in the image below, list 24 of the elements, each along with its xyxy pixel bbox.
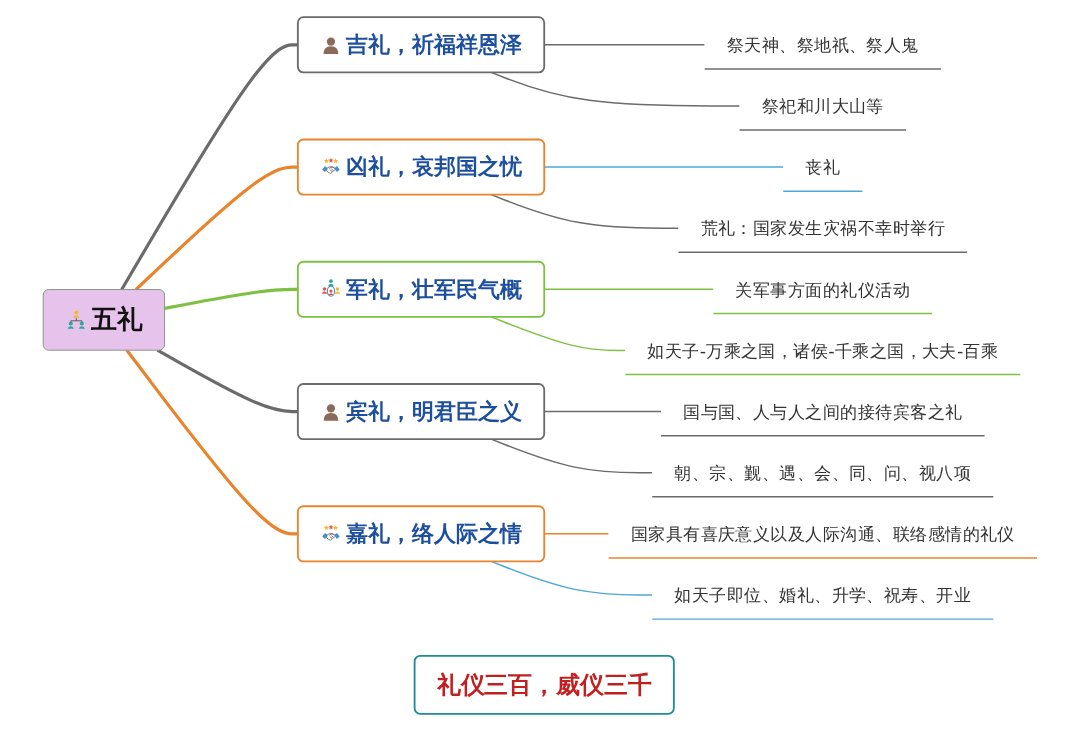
node-text: 国与国、人与人之间的接待宾客之礼 bbox=[682, 401, 963, 422]
node-text: 荒礼：国家发生灾祸不幸时举行 bbox=[700, 217, 945, 239]
connector bbox=[164, 287, 298, 310]
node-text: 祭天神、祭地祇、祭人鬼 bbox=[726, 34, 919, 55]
node-box: 军礼，壮军民气概 bbox=[296, 260, 546, 318]
node-text: 关军事方面的礼仪活动 bbox=[735, 278, 911, 300]
node-box: 宾礼，明君臣之义 bbox=[296, 383, 546, 441]
connector bbox=[125, 349, 298, 536]
node-box: 五礼 bbox=[42, 289, 165, 351]
connector bbox=[120, 43, 298, 291]
node-box: 嘉礼，络人际之情 bbox=[296, 505, 546, 563]
node-box: 礼仪三百，威仪三千 bbox=[413, 654, 675, 715]
node-text: 如天子-万乘之国，诸侯-千乘之国，大夫-百乘 bbox=[647, 340, 999, 361]
node-box: 吉礼，祈福祥恩泽 bbox=[296, 16, 546, 74]
connector bbox=[490, 560, 653, 596]
connector bbox=[490, 316, 626, 352]
node-text: 祭祀和川大山等 bbox=[761, 95, 884, 116]
node-text: 如天子即位、婚礼、升学、祝寿、开业 bbox=[674, 584, 972, 605]
node-text: 国家具有喜庆意义以及人际沟通、联络感情的礼仪 bbox=[630, 523, 1015, 544]
connector bbox=[134, 165, 298, 291]
node-box: 凶礼，哀邦国之忧 bbox=[296, 138, 546, 196]
node-text: 朝、宗、觐、遇、会、同、问、视八项 bbox=[674, 462, 972, 483]
node-text: 丧礼 bbox=[805, 156, 841, 177]
connector bbox=[490, 71, 741, 107]
